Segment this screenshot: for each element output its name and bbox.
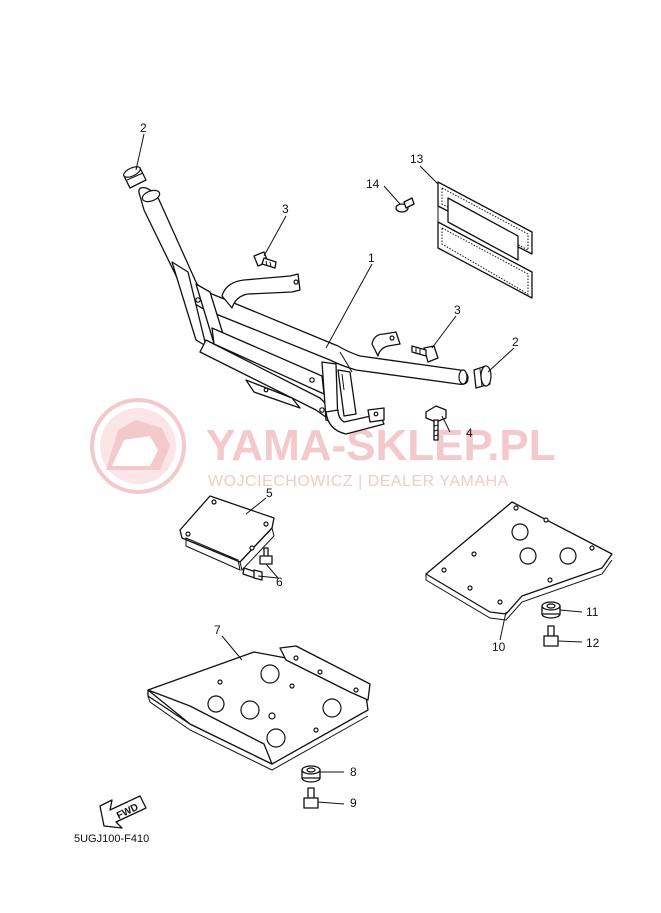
callout-7: 7: [214, 623, 221, 637]
part-11-collar: [541, 601, 561, 619]
yama-sklep-logo: [90, 398, 186, 494]
part-12-bolt: [543, 625, 559, 647]
callout-11: 11: [586, 605, 599, 619]
watermark-title: YAMA-SKLEP.PL: [206, 421, 556, 470]
callout-13: 13: [410, 152, 424, 166]
callout-8: 8: [350, 765, 357, 779]
part-3-bolt-lower: [411, 345, 439, 363]
fwd-label: FWD: [115, 802, 140, 822]
callout-6: 6: [276, 575, 283, 589]
callout-2-right: 2: [512, 335, 519, 349]
part-4-screw: [425, 405, 447, 441]
part-2-end-cap-right: [473, 365, 492, 389]
part-10-skid-plate-right: [425, 501, 613, 621]
watermark: YAMA-SKLEP.PL WOJCIECHOWICZ | DEALER YAM…: [90, 398, 556, 494]
callout-1: 1: [368, 251, 375, 265]
callout-2-left: 2: [140, 121, 147, 135]
part-8-collar: [301, 765, 321, 783]
part-6-bolt-bottom: [242, 567, 263, 581]
callout-labels: 2 1 3 3 2 4 13 14 5 6 7 8 9 10 11 12: [140, 121, 600, 810]
part-13-reflector: [437, 181, 533, 299]
callout-4: 4: [466, 426, 473, 440]
callout-14: 14: [366, 177, 380, 191]
part-6-bolt-top: [259, 547, 273, 565]
part-14-reflector-screw: [395, 197, 415, 213]
callout-12: 12: [586, 636, 600, 650]
watermark-subtitle: WOJCIECHOWICZ | DEALER YAMAHA: [208, 473, 509, 490]
part-2-end-cap-left: [123, 166, 147, 189]
part-9-bolt: [303, 787, 319, 809]
leader-lines: [135, 133, 583, 805]
callout-9: 9: [350, 796, 357, 810]
callout-5: 5: [266, 486, 273, 500]
callout-3-upper: 3: [282, 202, 289, 216]
callout-10: 10: [492, 640, 506, 654]
forward-direction-arrow: FWD: [99, 795, 147, 829]
part-1-front-bumper: [138, 187, 469, 435]
callout-3-lower: 3: [454, 303, 461, 317]
part-5-guard-plate: [179, 495, 275, 572]
diagram-code: 5UGJ100-F410: [74, 833, 149, 845]
part-7-skid-plate-main: [147, 645, 371, 771]
